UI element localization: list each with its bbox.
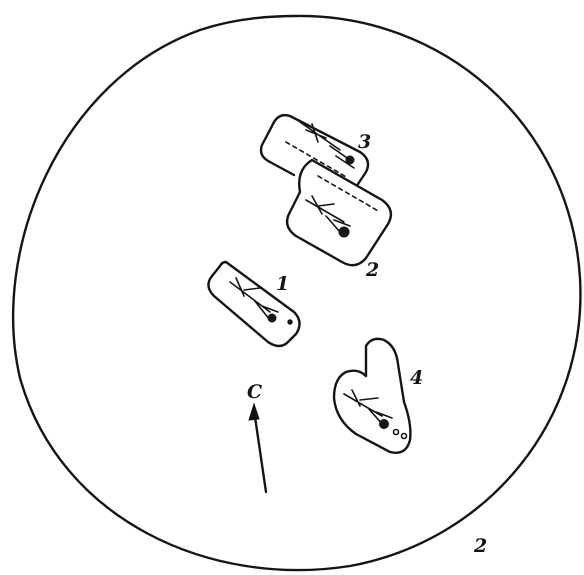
boundary-circle [13,16,580,570]
burial-2: 2 [287,160,391,281]
north-arrow-label: C [247,381,262,403]
burial-3-skull [346,156,354,164]
burial-3-label: 3 [358,131,371,153]
burial-1-skull [268,314,276,322]
burial-3-dashed-line [286,142,348,178]
burial-3: 3 [261,115,371,184]
burial-2-label: 2 [365,259,379,281]
burial-4-label: 4 [410,367,423,389]
burial-3-pit-outline [261,115,368,184]
figure-number: 2 [473,535,487,557]
burial-1-label: 1 [276,273,289,295]
burial-1: 1 [208,262,299,346]
burial-1-small-object [288,320,292,324]
burial-4-small-object-2 [402,434,407,439]
north-arrow-line [254,410,266,492]
burial-4-skull [380,420,389,429]
burial-2-pit-outline [287,160,391,265]
burial-4-small-object-1 [394,430,399,435]
north-arrow-head-icon [249,404,259,420]
burial-2-skull [339,227,349,237]
north-arrow: C [247,381,266,492]
burial-4: 4 [334,339,423,453]
burial-4-pit-outline [334,339,410,453]
